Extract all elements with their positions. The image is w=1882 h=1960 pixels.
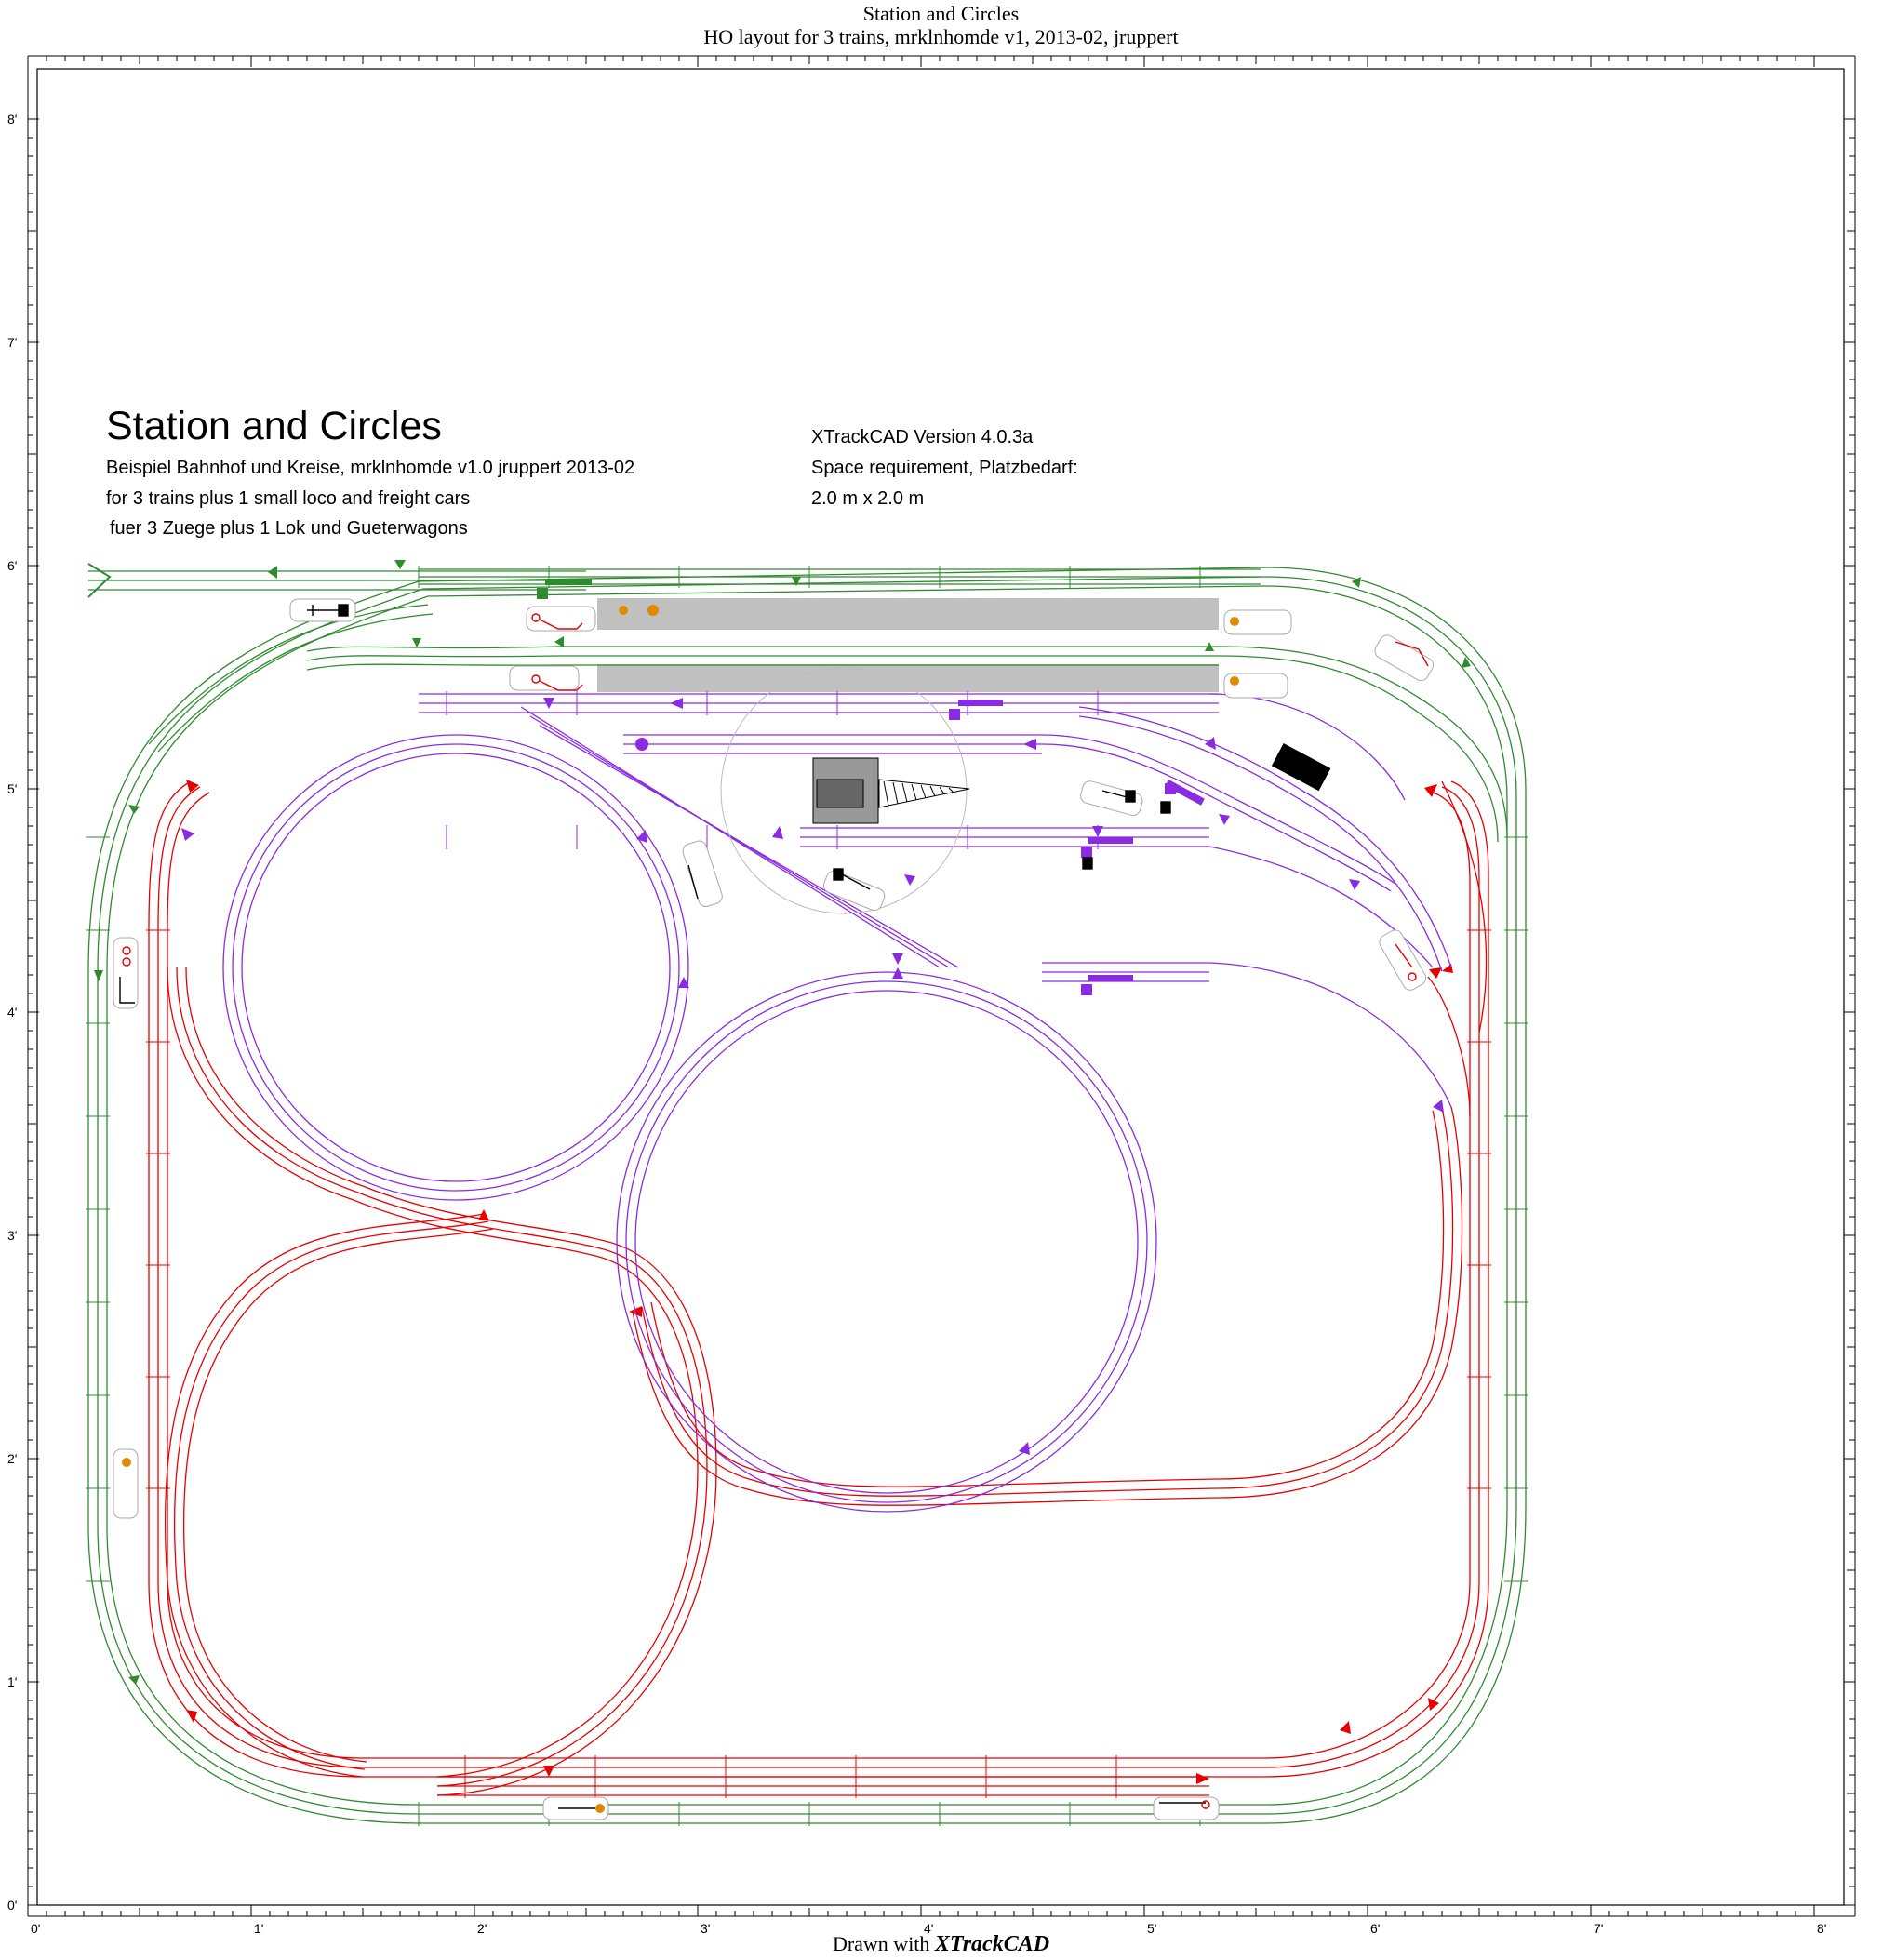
ruler-ticks xyxy=(27,55,1856,1917)
ruler-y-label: 0' xyxy=(7,1898,17,1913)
drawing-footer: Drawn with XTrackCAD xyxy=(0,1932,1882,1957)
ruler-x-label: 0' xyxy=(31,1921,40,1936)
ruler-x-label: 2' xyxy=(477,1921,487,1936)
ruler-x-label: 6' xyxy=(1370,1921,1380,1936)
ruler-y-label: 5' xyxy=(7,781,17,796)
notes-line2: for 3 trains plus 1 small loco and freig… xyxy=(106,488,471,509)
ruler-x-label: 4' xyxy=(924,1921,933,1936)
platform-2 xyxy=(597,664,1219,692)
outer-loop-signals xyxy=(94,560,1471,1685)
station-signals xyxy=(181,698,1444,1455)
ruler-x-label: 3' xyxy=(701,1921,710,1936)
drawing-title: Station and Circles xyxy=(862,2,1020,25)
ruler-x-label: 1' xyxy=(254,1921,263,1936)
accessory-icons xyxy=(119,604,1429,1813)
notes-line1: Beispiel Bahnhof und Kreise, mrklnhomde … xyxy=(106,458,635,478)
notes-line3: fuer 3 Zuege plus 1 Lok und Gueterwagons xyxy=(110,518,468,539)
layout-border xyxy=(36,68,1845,1906)
drawing-subtitle: HO layout for 3 trains, mrklnhomde v1, 2… xyxy=(703,25,1179,48)
ruler-y-label: 8' xyxy=(7,112,17,127)
ruler-y-label: 4' xyxy=(7,1005,17,1020)
accessory-markers xyxy=(113,598,1434,1820)
space-label: Space requirement, Platzbedarf: xyxy=(811,458,1078,478)
footer-prefix: Drawn with xyxy=(832,1932,930,1955)
ruler-y-label: 6' xyxy=(7,558,17,573)
ruler-x-label: 5' xyxy=(1147,1921,1156,1936)
ruler-labels: 0' 1' 2' 3' 4' 5' 6' 7' 8' 0' 1' 2' 3' 4' 5' 6' 7' 8' xyxy=(7,112,1826,1936)
platform-1 xyxy=(597,598,1219,630)
figure8-track xyxy=(148,780,1489,1796)
footer-brand: XTrackCAD xyxy=(934,1932,1050,1956)
outer-loop-track xyxy=(87,563,1527,1824)
ruler-x-label: 7' xyxy=(1594,1921,1603,1936)
crane xyxy=(720,667,970,914)
space-value: 2.0 m x 2.0 m xyxy=(811,488,925,509)
ruler-y-label: 7' xyxy=(7,335,17,350)
ruler-y-label: 1' xyxy=(7,1674,17,1689)
ruler-y-label: 2' xyxy=(7,1451,17,1466)
ruler-y-label: 3' xyxy=(7,1228,17,1243)
notes-title: Station and Circles xyxy=(106,404,442,448)
station-track xyxy=(222,693,1452,1513)
ruler-x-label: 8' xyxy=(1817,1921,1826,1936)
version-label: XTrackCAD Version 4.0.3a xyxy=(811,427,1034,447)
figure8-signals xyxy=(186,780,1453,1784)
